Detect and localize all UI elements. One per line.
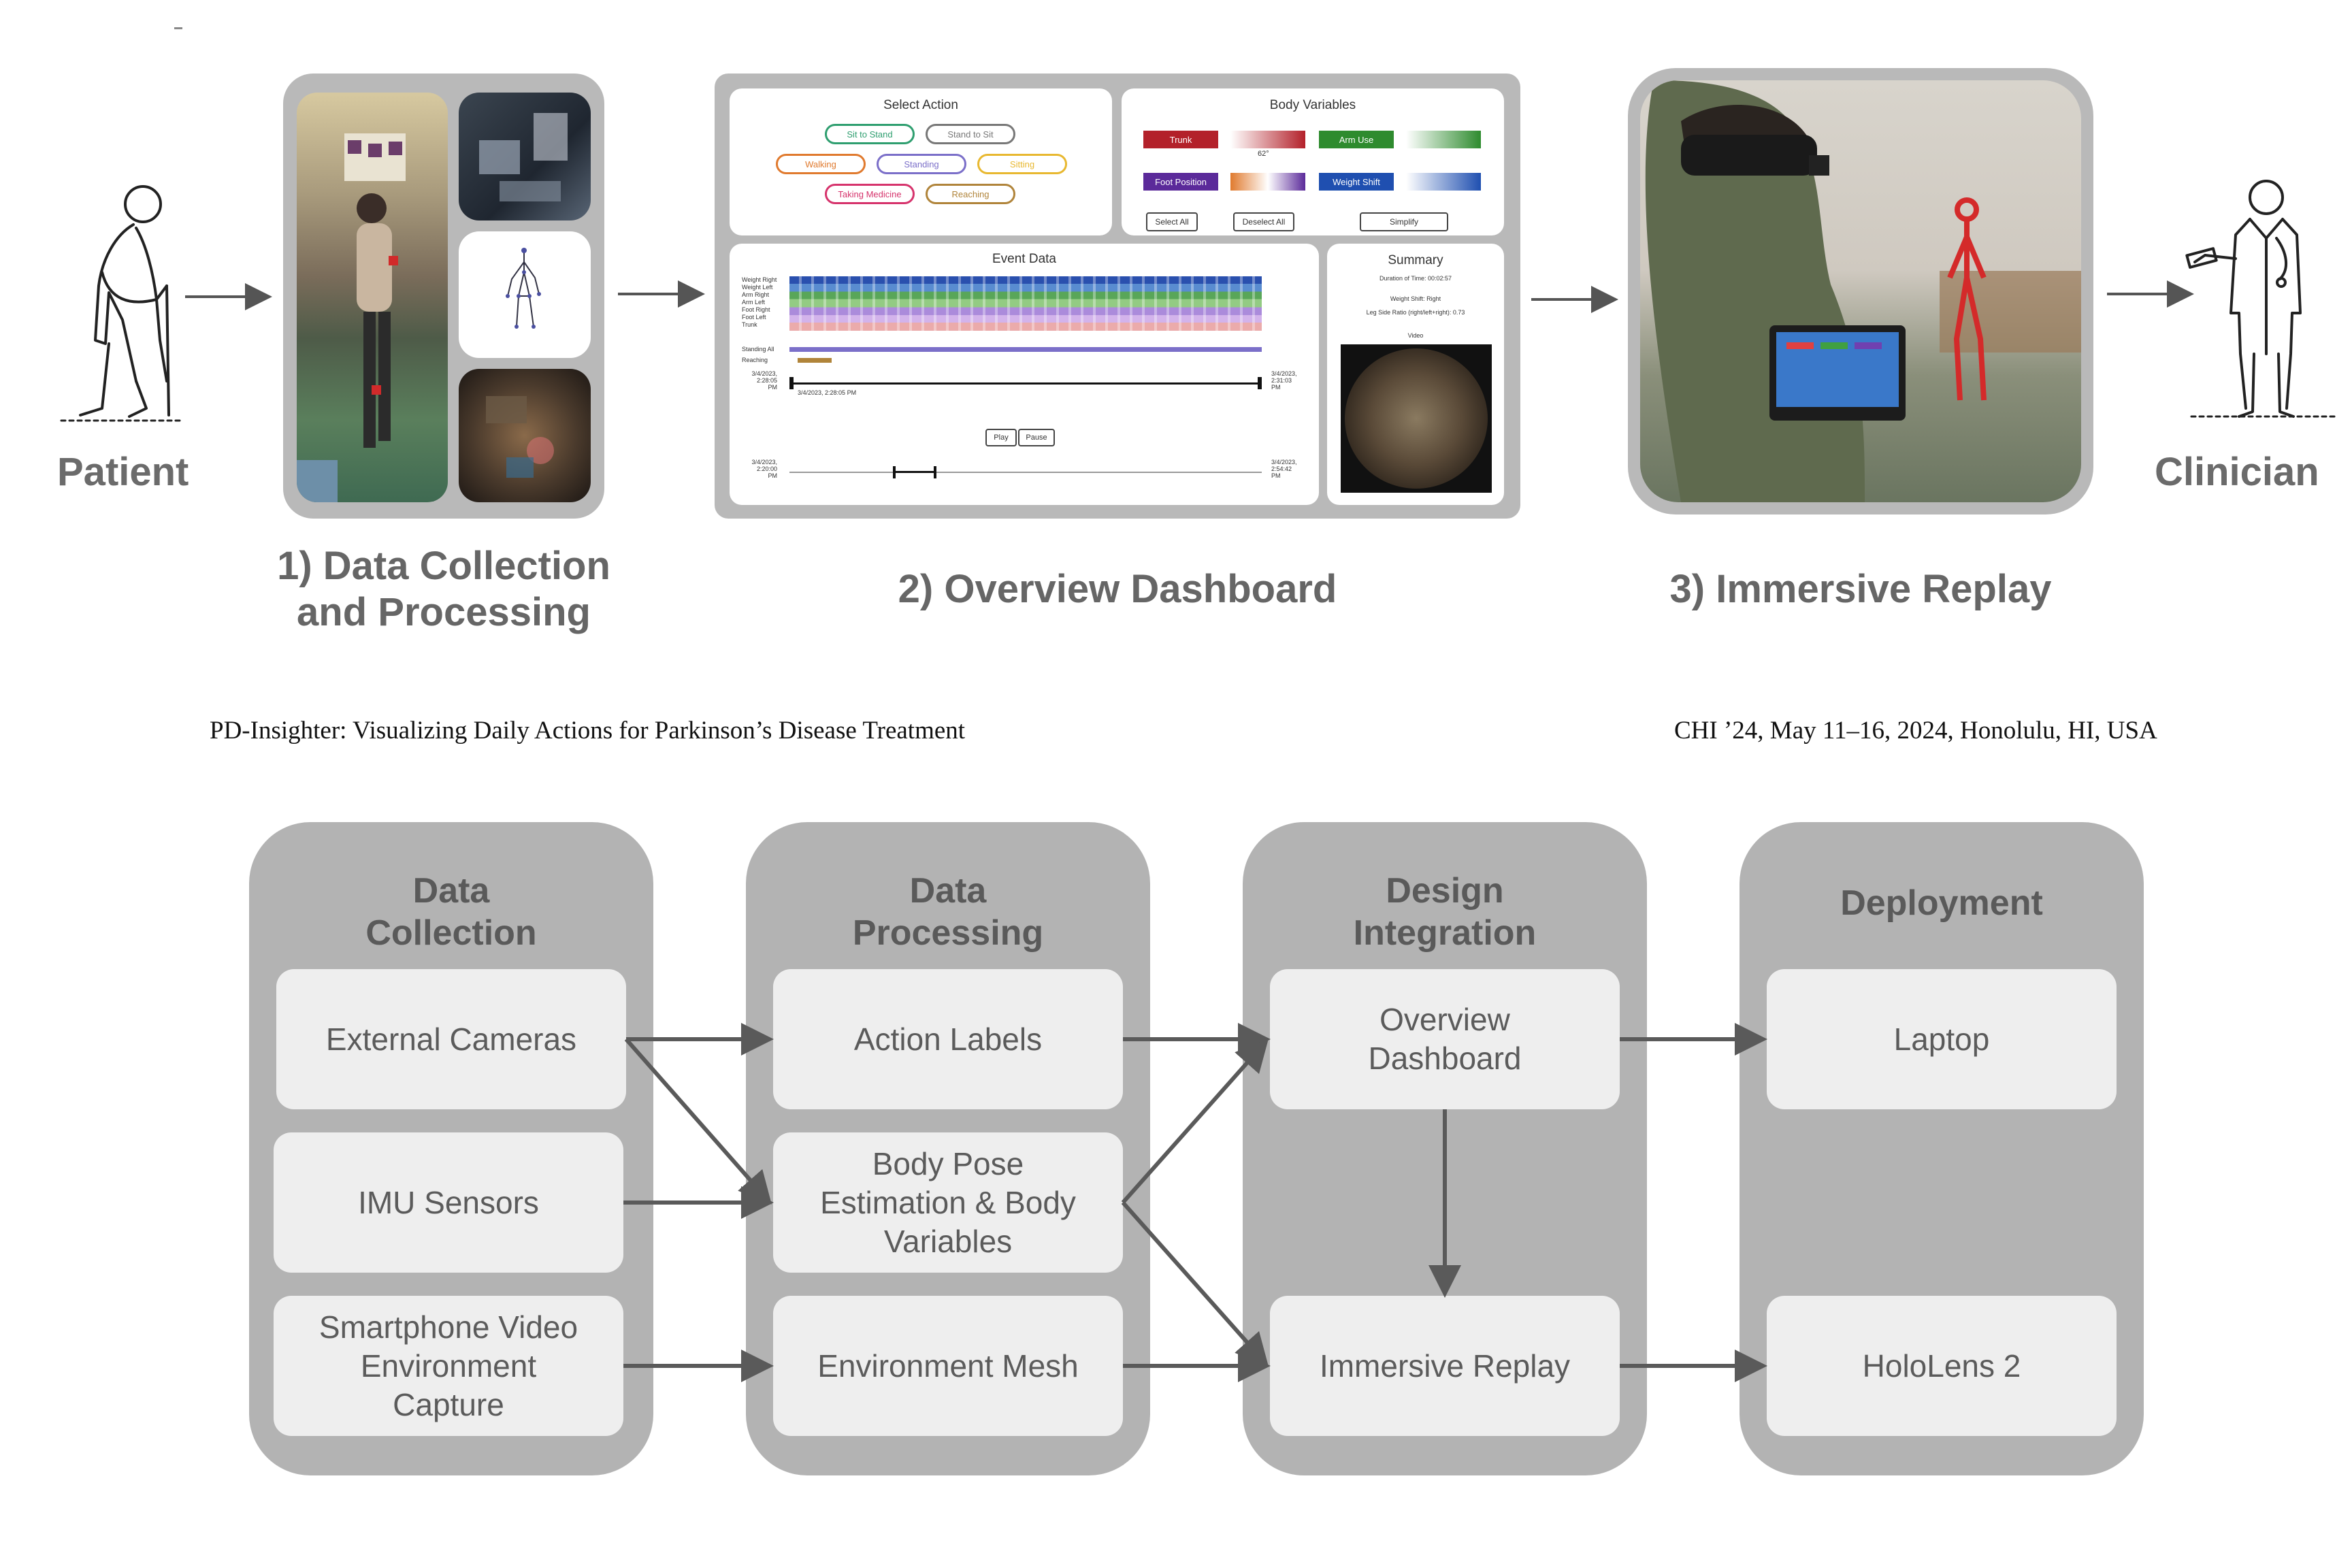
- column-title: Design Integration: [1353, 871, 1537, 953]
- stage3-photo-frame: [1628, 68, 2093, 514]
- action-sitting[interactable]: Sitting: [977, 154, 1067, 174]
- timeline-axis: [789, 382, 1262, 385]
- overview-axis: [789, 472, 1262, 473]
- event-data-panel: Event Data Weight Right Weight Left Arm …: [730, 244, 1319, 505]
- running-header-right: CHI ’24, May 11–16, 2024, Honolulu, HI, …: [1674, 717, 2157, 745]
- clinician-icon: [2185, 180, 2336, 418]
- box-laptop: Laptop: [1767, 969, 2117, 1109]
- red-skeleton-overlay: [1947, 197, 1987, 401]
- immersive-replay-photo: [1640, 80, 2081, 502]
- summary-panel: Summary Duration of Time: 00:02:57 Weigh…: [1327, 244, 1504, 505]
- select-action-panel: Select Action Sit to Stand Stand to Sit …: [730, 88, 1112, 235]
- top-figure-graphics: [60, 180, 2336, 422]
- column-title: Data Collection: [365, 871, 537, 953]
- select-all-button[interactable]: Select All: [1146, 212, 1198, 231]
- timeline-cursor-label: 3/4/2023, 2:28:05 PM: [798, 389, 857, 396]
- stage2-title: 2) Overview Dashboard: [898, 567, 1337, 611]
- row-label: Arm Right: [742, 291, 770, 298]
- action-reaching[interactable]: Reaching: [926, 184, 1015, 204]
- column-data-processing: Data Processing Action Labels Body Pose …: [746, 822, 1150, 1475]
- box-immersive-replay: Immersive Replay: [1270, 1296, 1620, 1436]
- variable-weight-shift-button[interactable]: Weight Shift: [1319, 173, 1394, 191]
- event-data-title: Event Data: [992, 252, 1056, 266]
- skeleton-icon: [506, 248, 541, 329]
- box-overview-dashboard: Overview Dashboard: [1270, 969, 1620, 1109]
- video-label: Video: [1407, 332, 1424, 339]
- summary-leg-ratio: Leg Side Ratio (right/left+right): 0.73: [1366, 309, 1465, 316]
- column-deployment: Deployment Laptop HoloLens 2: [1740, 822, 2144, 1475]
- weight-shift-gradient: [1406, 173, 1481, 191]
- person-silhouette: [297, 133, 406, 502]
- pause-button[interactable]: Pause: [1018, 429, 1055, 446]
- row-label: Foot Right: [742, 306, 770, 313]
- action-sit-to-stand[interactable]: Sit to Stand: [825, 124, 915, 144]
- timeline-end-label: 3/4/2023, 2:31:03 PM: [1271, 370, 1297, 391]
- event-heatmap: [789, 276, 1262, 331]
- running-header-left: PD-Insighter: Visualizing Daily Actions …: [210, 717, 966, 745]
- row-label: Trunk: [742, 321, 757, 328]
- variable-arm-use-button[interactable]: Arm Use: [1319, 131, 1394, 148]
- box-smartphone-video: Smartphone Video Environment Capture: [274, 1296, 623, 1436]
- timeline-handle-right[interactable]: [1258, 377, 1262, 389]
- box-imu-sensors: IMU Sensors: [274, 1132, 623, 1273]
- box-body-pose: Body Pose Estimation & Body Variables: [773, 1132, 1123, 1273]
- patient-icon: [60, 185, 185, 422]
- box-external-cameras: External Cameras: [276, 969, 626, 1109]
- row-label: Weight Left: [742, 284, 773, 291]
- patient-label: Patient: [57, 450, 189, 494]
- stage1-photo-frame: [283, 74, 604, 519]
- arm-use-gradient: [1406, 131, 1481, 148]
- overview-window[interactable]: [893, 471, 936, 473]
- deselect-all-button[interactable]: Deselect All: [1233, 212, 1294, 231]
- video-frame: [1345, 348, 1488, 489]
- stage2-dashboard-frame: Select Action Sit to Stand Stand to Sit …: [715, 74, 1520, 519]
- action-standing[interactable]: Standing: [877, 154, 966, 174]
- overview-end-label: 3/4/2023, 2:54:42 PM: [1271, 459, 1297, 479]
- summary-weight-shift: Weight Shift: Right: [1390, 295, 1441, 302]
- video-player[interactable]: [1341, 344, 1492, 493]
- select-action-title: Select Action: [883, 98, 958, 112]
- action-taking-medicine[interactable]: Taking Medicine: [825, 184, 915, 204]
- pose-skeleton-image: [459, 231, 591, 358]
- timeline-handle-left[interactable]: [789, 377, 794, 389]
- trunk-angle-label: 62°: [1258, 150, 1269, 158]
- action-stand-to-sit[interactable]: Stand to Sit: [926, 124, 1015, 144]
- stage3-title: 3) Immersive Replay: [1669, 567, 2052, 611]
- row-label: Arm Left: [742, 299, 766, 306]
- standing-track: [789, 347, 1262, 352]
- patient-walking-photo: [297, 93, 448, 502]
- row-label: Foot Left: [742, 314, 766, 321]
- summary-title: Summary: [1388, 253, 1443, 267]
- body-variables-panel: Body Variables Trunk 62° Arm Use Foot Po…: [1122, 88, 1504, 235]
- box-environment-mesh: Environment Mesh: [773, 1296, 1123, 1436]
- camera-view-photo-1: [459, 93, 591, 220]
- reaching-track: [798, 358, 832, 363]
- action-walking[interactable]: Walking: [776, 154, 866, 174]
- event-heatmap-texture: [789, 276, 1262, 331]
- column-title: Deployment: [1840, 883, 2043, 923]
- box-hololens-2: HoloLens 2: [1767, 1296, 2117, 1436]
- timeline-start-label: 3/4/2023, 2:28:05 PM: [751, 370, 777, 391]
- overview-start-label: 3/4/2023, 2:20:00 PM: [751, 459, 777, 479]
- play-button[interactable]: Play: [985, 429, 1017, 446]
- variable-foot-position-button[interactable]: Foot Position: [1143, 173, 1218, 191]
- track-label-standing: Standing All: [742, 346, 774, 353]
- column-design-integration: Design Integration Overview Dashboard Im…: [1243, 822, 1647, 1475]
- body-variables-title: Body Variables: [1269, 98, 1356, 112]
- summary-duration: Duration of Time: 00:02:57: [1379, 275, 1452, 282]
- track-label-reaching: Reaching: [742, 357, 768, 363]
- camera-view-photo-2: [459, 369, 591, 502]
- page-mark: [174, 27, 182, 29]
- column-title: Data Processing: [852, 871, 1044, 953]
- stage1-title: 1) Data Collection and Processing: [277, 544, 610, 634]
- trunk-gradient: [1230, 131, 1305, 148]
- foot-position-gradient: [1230, 173, 1305, 191]
- column-data-collection: Data Collection External Cameras IMU Sen…: [249, 822, 653, 1475]
- clinician-label: Clinician: [2155, 450, 2319, 494]
- variable-trunk-button[interactable]: Trunk: [1143, 131, 1218, 148]
- heatmap-row-labels: Weight Right Weight Left Arm Right Arm L…: [742, 276, 789, 329]
- box-action-labels: Action Labels: [773, 969, 1123, 1109]
- simplify-button[interactable]: Simplify: [1360, 212, 1448, 231]
- row-label: Weight Right: [742, 276, 777, 283]
